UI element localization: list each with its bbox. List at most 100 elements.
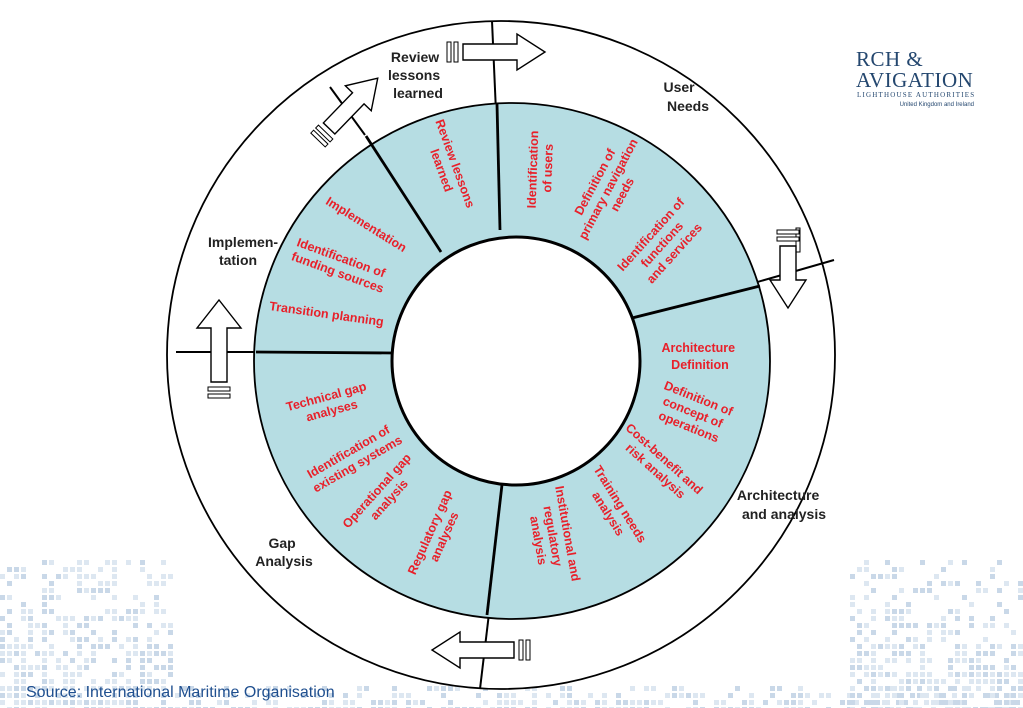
pixel-tile — [896, 700, 901, 705]
pixel-tile — [273, 700, 278, 705]
pixel-tile — [791, 700, 796, 705]
pixel-tile — [140, 560, 145, 565]
pixel-tile — [70, 658, 75, 663]
pixel-tile — [658, 700, 663, 705]
pixel-tile — [119, 616, 124, 621]
pixel-tile — [28, 686, 33, 691]
pixel-tile — [7, 658, 12, 663]
pixel-tile — [329, 693, 334, 698]
pixel-tile — [805, 693, 810, 698]
pixel-tile — [56, 595, 61, 600]
pixel-tile — [976, 651, 981, 656]
pixel-tile — [532, 700, 537, 705]
pixel-tile — [84, 686, 89, 691]
pixel-tile — [420, 700, 425, 705]
pixel-tile — [518, 700, 523, 705]
pixel-tile — [119, 672, 124, 677]
pixel-tile — [70, 700, 75, 705]
pixel-tile — [1004, 658, 1009, 663]
pixel-tile — [990, 616, 995, 621]
pixel-tile — [969, 672, 974, 677]
pixel-tile — [77, 693, 82, 698]
pixel-tile — [1011, 644, 1016, 649]
pixel-tile — [927, 679, 932, 684]
pixel-tile — [7, 567, 12, 572]
pixel-tile — [934, 693, 939, 698]
pixel-tile — [35, 665, 40, 670]
pixel-tile — [892, 616, 897, 621]
pixel-tile — [899, 567, 904, 572]
pixel-tile — [0, 616, 5, 621]
logo-line-4: United Kingdom and Ireland — [900, 102, 974, 108]
pixel-tile — [0, 644, 5, 649]
pixel-tile — [133, 651, 138, 656]
pixel-tile — [892, 651, 897, 656]
pixel-tile — [70, 567, 75, 572]
pixel-tile — [952, 693, 957, 698]
pixel-tile — [1004, 672, 1009, 677]
pixel-tile — [35, 623, 40, 628]
pixel-tile — [161, 679, 166, 684]
pixel-tile — [871, 700, 876, 705]
pixel-tile — [147, 574, 152, 579]
pixel-tile — [955, 700, 960, 705]
pixel-tile — [56, 693, 61, 698]
pixel-tile — [864, 686, 869, 691]
pixel-tile — [966, 686, 971, 691]
pixel-tile — [693, 700, 698, 705]
pixel-tile — [1018, 644, 1023, 649]
logo: RCH & AVIGATION LIGHTHOUSE AUTHORITIES U… — [856, 47, 974, 108]
pixel-tile — [511, 693, 516, 698]
pixel-tile — [920, 693, 925, 698]
pixel-tile — [934, 686, 939, 691]
pixel-tile — [84, 637, 89, 642]
pixel-tile — [42, 651, 47, 656]
pixel-tile — [140, 686, 145, 691]
pixel-tile — [791, 693, 796, 698]
pixel-tile — [976, 588, 981, 593]
pixel-tile — [994, 693, 999, 698]
pixel-tile — [147, 672, 152, 677]
pixel-tile — [637, 700, 642, 705]
pixel-tile — [322, 686, 327, 691]
pixel-tile — [1011, 630, 1016, 635]
pixel-tile — [49, 686, 54, 691]
pixel-tile — [112, 609, 117, 614]
pixel-tile — [357, 686, 362, 691]
pixel-tile — [1018, 595, 1023, 600]
pixel-tile — [112, 693, 117, 698]
pixel-tile — [329, 700, 334, 705]
pixel-tile — [105, 581, 110, 586]
pixel-tile — [955, 651, 960, 656]
pixel-tile — [161, 651, 166, 656]
pixel-tile — [112, 630, 117, 635]
pixel-tile — [1011, 672, 1016, 677]
pixel-tile — [777, 700, 782, 705]
pixel-tile — [175, 693, 180, 698]
pixel-tile — [161, 574, 166, 579]
pixel-tile — [892, 630, 897, 635]
pixel-tile — [920, 679, 925, 684]
logo-line-2: AVIGATION — [856, 68, 973, 92]
pixel-tile — [140, 651, 145, 656]
pixel-tile — [920, 644, 925, 649]
pixel-tile — [864, 665, 869, 670]
pixel-tile — [892, 686, 897, 691]
pixel-tile — [133, 616, 138, 621]
pixel-tile — [899, 700, 904, 705]
pixel-tile — [14, 679, 19, 684]
pixel-tile — [770, 693, 775, 698]
pixel-tile — [21, 700, 26, 705]
pixel-tile — [112, 672, 117, 677]
pixel-tile — [224, 693, 229, 698]
pixel-tile — [77, 637, 82, 642]
pixel-tile — [91, 616, 96, 621]
pixel-tile — [997, 700, 1002, 705]
pixel-tile — [77, 567, 82, 572]
pixel-tile — [864, 651, 869, 656]
pixel-tile — [154, 581, 159, 586]
pixel-tile — [899, 623, 904, 628]
phase-label-gap-analysis: Gap Analysis — [255, 535, 313, 569]
pixel-tile — [983, 588, 988, 593]
pixel-tile — [588, 693, 593, 698]
